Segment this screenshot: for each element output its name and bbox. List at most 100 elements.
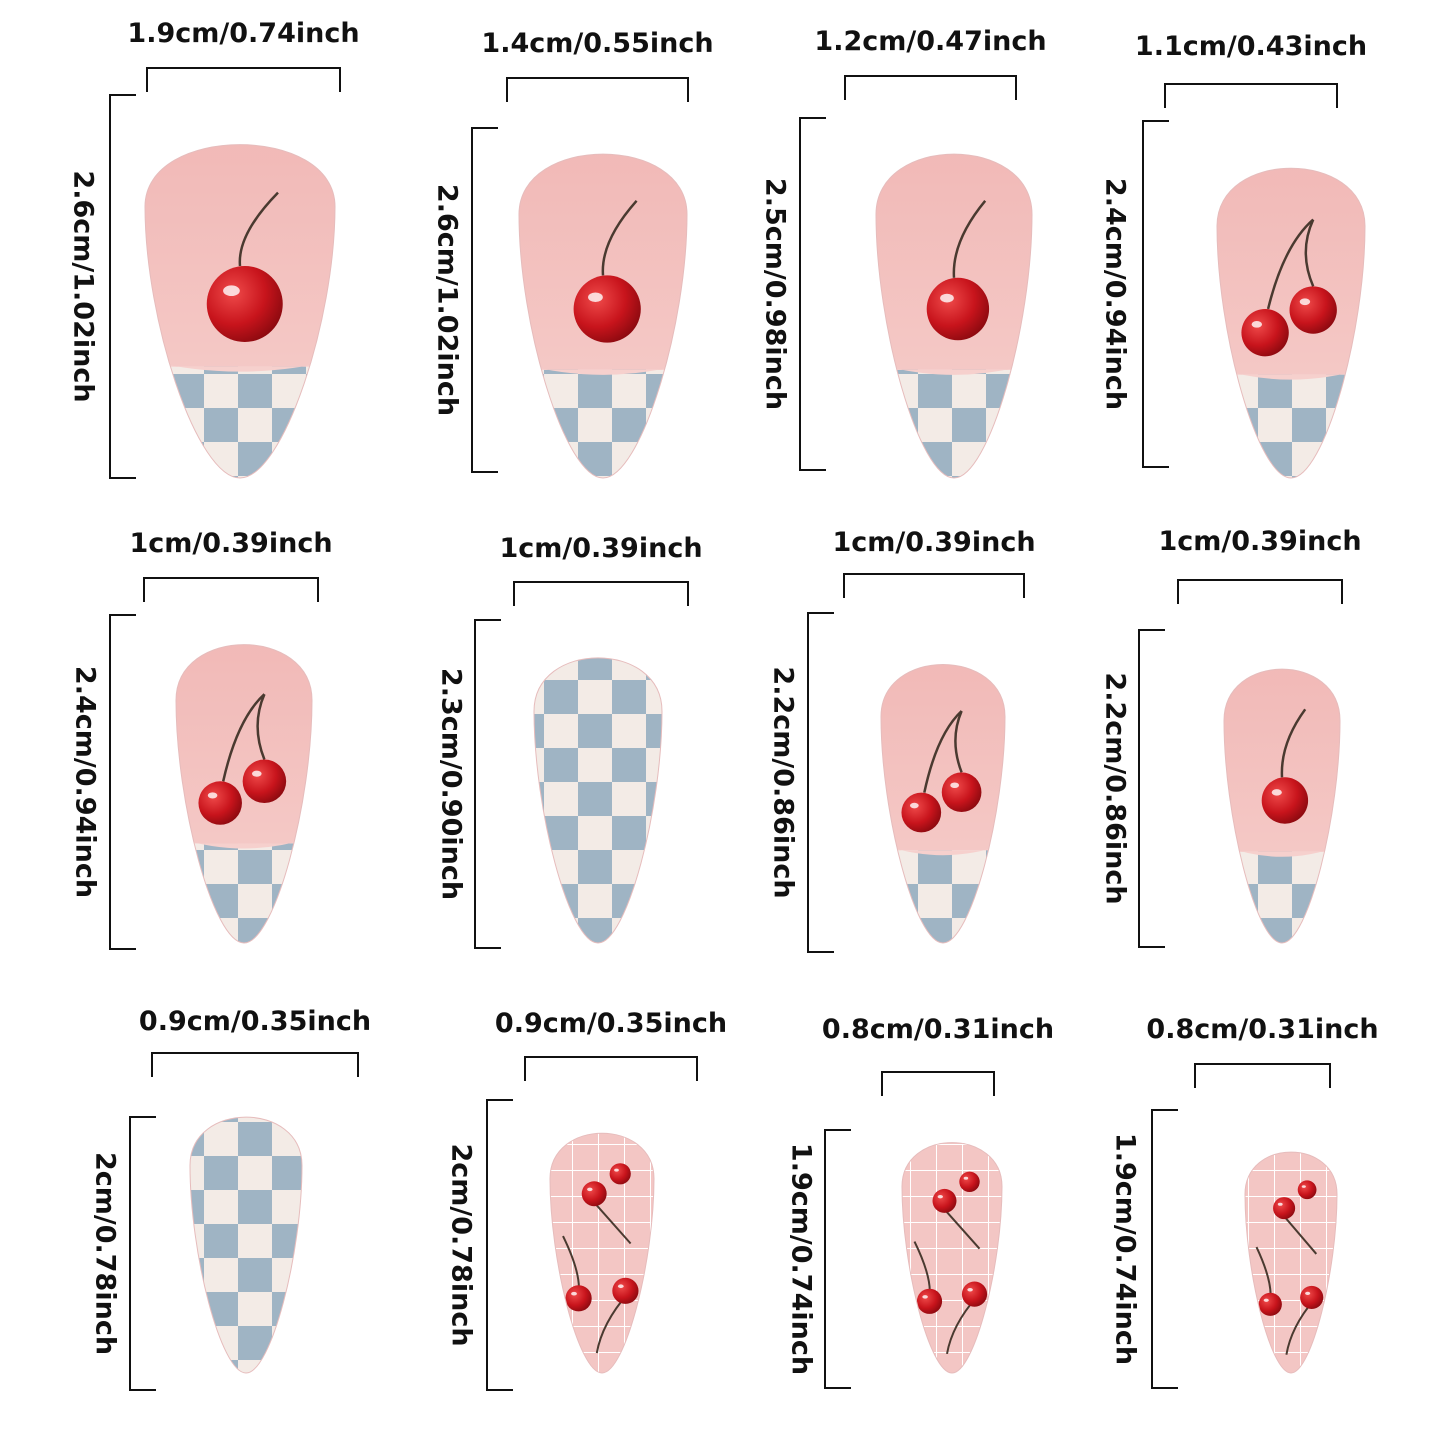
cherry — [242, 759, 287, 804]
cherry — [609, 1163, 631, 1185]
cherry — [901, 792, 942, 833]
width-label: 0.9cm/0.35inch — [495, 1008, 727, 1039]
checker-tip — [1224, 851, 1340, 943]
smile-line — [1224, 843, 1340, 857]
nail-outline — [1223, 668, 1341, 944]
length-bracket — [486, 1099, 513, 1391]
cherry-highlight — [967, 1287, 973, 1292]
cherry — [941, 772, 982, 813]
cherry-stem — [221, 693, 266, 782]
cherry-highlight — [963, 1176, 969, 1180]
width-label: 1.9cm/0.74inch — [127, 18, 359, 49]
cherry-highlight — [1299, 298, 1311, 306]
length-label: 2.3cm/0.90inch — [436, 668, 467, 900]
cherry-stem — [952, 200, 987, 278]
cherry-stem — [954, 710, 963, 773]
width-bracket — [524, 1056, 698, 1081]
width-label: 1.2cm/0.47inch — [814, 26, 1046, 57]
checker-pattern — [534, 657, 662, 943]
cherry-highlight — [617, 1284, 624, 1289]
cherry — [573, 275, 641, 343]
cherry-stem — [238, 191, 279, 267]
length-bracket — [824, 1129, 851, 1389]
nail-outline — [901, 1142, 1003, 1374]
checker-pattern — [190, 1117, 302, 1373]
cherry — [581, 1181, 607, 1207]
cherry-highlight — [909, 802, 919, 809]
width-bracket — [1177, 579, 1343, 604]
nail-outline — [1216, 167, 1366, 479]
cherry-highlight — [1301, 1185, 1306, 1188]
length-label: 2.6cm/1.02inch — [68, 170, 99, 402]
width-bracket — [1164, 83, 1338, 108]
nail-5: 1cm/0.39inch 2.4cm/0.94inch — [70, 528, 333, 950]
length-bracket — [807, 612, 834, 953]
cherry — [612, 1277, 639, 1304]
cherry — [1261, 777, 1309, 824]
width-label: 1.4cm/0.55inch — [481, 28, 713, 59]
length-bracket — [1138, 629, 1165, 948]
cherry-highlight — [937, 1195, 943, 1199]
length-bracket — [474, 619, 501, 949]
length-label: 2.4cm/0.94inch — [70, 666, 101, 898]
length-bracket — [799, 117, 826, 471]
cherry — [1297, 1180, 1317, 1200]
cherry — [1300, 1285, 1324, 1310]
cherry-highlight — [1305, 1291, 1311, 1295]
cherry — [198, 781, 242, 825]
cherry — [959, 1171, 980, 1193]
cherry — [1273, 1197, 1296, 1220]
cherry — [1289, 286, 1337, 334]
nail-body — [1245, 1152, 1337, 1373]
width-bracket — [881, 1071, 995, 1096]
nail-outline — [875, 153, 1033, 479]
nail-body — [176, 644, 312, 943]
cherry-highlight — [1277, 1202, 1283, 1206]
width-bracket — [146, 67, 341, 92]
nail-12: 0.8cm/0.31inch 1.9cm/0.74inch — [1110, 1014, 1379, 1389]
width-label: 1cm/0.39inch — [129, 528, 332, 559]
width-label: 0.8cm/0.31inch — [1146, 1014, 1378, 1045]
cherry-highlight — [1263, 1298, 1269, 1302]
nail-body — [190, 1117, 302, 1373]
nail-body — [902, 1142, 1002, 1373]
nail-outline — [880, 664, 1006, 944]
width-bracket — [843, 573, 1025, 598]
nail-body — [534, 657, 662, 943]
cherry-highlight — [588, 292, 603, 302]
cherry-highlight — [1251, 321, 1263, 328]
cherry-stem — [1266, 218, 1315, 310]
cherry-highlight — [614, 1168, 619, 1172]
nail-outline — [1244, 1151, 1338, 1374]
nail-outline — [144, 144, 336, 479]
length-bracket — [129, 1116, 156, 1391]
smile-line — [881, 842, 1005, 856]
smile-line — [519, 361, 687, 375]
cherry-highlight — [251, 770, 262, 777]
length-label: 2.4cm/0.94inch — [1100, 178, 1131, 410]
nail-outline — [549, 1132, 655, 1374]
nail-outline — [533, 657, 663, 944]
cherry-stem — [601, 200, 638, 276]
cherry-highlight — [587, 1187, 593, 1192]
cherry-stem — [1280, 708, 1307, 778]
nail-outline — [175, 644, 313, 944]
smile-line — [1217, 366, 1365, 380]
nail-body — [519, 154, 687, 478]
width-bracket — [143, 577, 319, 602]
length-label: 1.9cm/0.74inch — [1110, 1133, 1141, 1365]
nail-body — [1217, 168, 1365, 478]
length-label: 1.9cm/0.74inch — [786, 1143, 817, 1375]
length-bracket — [109, 94, 136, 479]
grid-pattern — [550, 1133, 654, 1373]
smile-line — [876, 361, 1032, 375]
grid-pattern — [902, 1142, 1002, 1373]
nail-body — [145, 144, 335, 478]
